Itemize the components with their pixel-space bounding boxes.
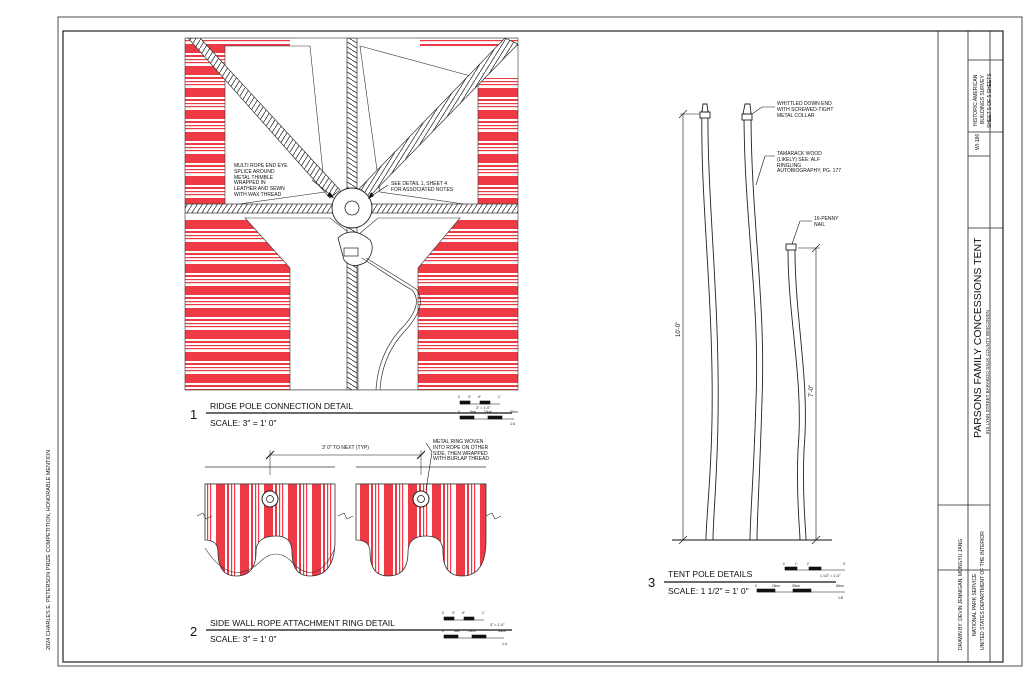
- scale-bar-2-mtick-2: 10cm: [468, 629, 476, 633]
- scale-bar-1-mtick-0: 0: [458, 410, 460, 414]
- scale-bar-1-tick-3: 1': [498, 395, 501, 399]
- scale-bar-2-mtick-3: 30cm: [498, 629, 506, 633]
- scale-bar-2-mtick-0: 0: [442, 629, 444, 633]
- scale-bar-1-tick-0: 0: [458, 395, 460, 399]
- scale-bar-3-mtick-3: 60cm: [836, 584, 844, 588]
- tent-pole-1: [701, 109, 713, 541]
- scale-bar-1-tick-1: 3": [468, 395, 471, 399]
- tent-pole-3: [787, 249, 801, 541]
- survey-name-line-2: BUILDINGS SURVEY: [980, 75, 986, 124]
- scale-bar-3-mtick-2: 30cm: [792, 584, 800, 588]
- detail-3-tent-poles: [699, 103, 807, 541]
- rope-diagonal-left: [187, 38, 341, 199]
- scale-bar-3-tick-1: 1': [795, 562, 798, 566]
- agency-department-interior: UNITED STATES DEPARTMENT OF THE INTERIOR: [980, 531, 986, 650]
- scale-bar-1: [459, 400, 514, 420]
- tie-cord: [361, 257, 417, 390]
- competition-credit: 2024 CHARLES E. PETERSON PRIZE COMPETITI…: [46, 449, 52, 650]
- wall-panel-left: [204, 483, 336, 577]
- scale-bar-2: [443, 616, 504, 639]
- scale-bar-3-ratio: 1:8: [838, 596, 843, 600]
- scale-bar-2-tick-3: 1': [482, 611, 485, 615]
- detail-2-title: SIDE WALL ROPE ATTACHMENT RING DETAIL: [210, 618, 395, 628]
- project-address: 815 LYNN STREET BARABOO SAUK COUNTY WISC…: [985, 310, 990, 434]
- detail-1-title: RIDGE POLE CONNECTION DETAIL: [210, 401, 353, 411]
- rope-horizontal-left: [185, 203, 336, 214]
- fabric-upper-right: [478, 78, 518, 206]
- scale-bar-1-ratio: 1:4: [510, 422, 515, 426]
- scale-bar-2-ratio: 1:4: [502, 642, 507, 646]
- tent-pole-2: [743, 111, 758, 541]
- scale-bar-3-imperial: 1 1/2" = 1'-0": [820, 574, 841, 578]
- scale-bar-2-tick-2: 6": [462, 611, 465, 615]
- project-title: PARSONS FAMILY CONCESSIONS TENT: [972, 237, 984, 438]
- scale-bar-1-mtick-3: 30cm: [510, 410, 518, 414]
- scale-bar-3: [756, 566, 845, 593]
- outer-border: [57, 16, 1023, 667]
- drawn-by: DRAWN BY: DEVIN JENNIGAN, MONGYU JANG: [958, 538, 964, 650]
- scale-bar-3-mtick-0: 0: [755, 584, 757, 588]
- scale-bar-1-mtick-1: 5cm: [470, 410, 477, 414]
- fabric-lower-right: [418, 218, 518, 390]
- scale-bar-1-tick-2: 6": [478, 395, 481, 399]
- scale-bar-2-tick-0: 0: [442, 611, 444, 615]
- detail-2-scale: SCALE: 3" = 1' 0": [210, 634, 277, 644]
- survey-id: WI-186: [975, 133, 981, 150]
- fabric-top-left: [185, 38, 290, 46]
- inner-border: [62, 30, 1004, 663]
- scale-bar-3-mtick-1: 15cm: [772, 584, 780, 588]
- scale-bar-3-tick-2: 2': [807, 562, 810, 566]
- detail-2-number: 2: [190, 624, 198, 639]
- scale-bar-1-mtick-2: 10cm: [484, 410, 492, 414]
- detail-3-number: 3: [648, 575, 656, 590]
- sheet-number: SHEET 5 OF 5 SHEETS: [987, 73, 993, 128]
- scale-bar-2-tick-1: 3": [452, 611, 455, 615]
- scale-bar-2-imperial: 3" = 1'-0": [490, 623, 505, 627]
- scale-bar-1-imperial: 3" = 1'-0": [476, 406, 491, 410]
- agency-national-park-service: NATIONAL PARK SERVICE: [972, 573, 978, 636]
- detail-1-ridge-pole-connection: [185, 38, 518, 390]
- dimension-to-next: 3' 0" TO NEXT (TYP): [322, 445, 369, 451]
- detail-1-scale: SCALE: 3" = 1' 0": [210, 418, 277, 428]
- rope-horizontal-right: [367, 203, 518, 214]
- scale-bar-2-mtick-1: 5cm: [454, 629, 461, 633]
- scale-bar-3-tick-3: 4': [843, 562, 846, 566]
- dimension-short-pole: 7'-0": [809, 385, 815, 397]
- title-block: [937, 31, 1003, 662]
- detail-3-scale: SCALE: 1 1/2" = 1' 0": [668, 586, 749, 596]
- detail-2-side-wall: [196, 442, 502, 577]
- fabric-top-right: [420, 38, 518, 46]
- fabric-lower-left: [185, 218, 290, 390]
- wall-panel-right: [355, 483, 487, 577]
- scale-bar-3-tick-0: 0: [783, 562, 785, 566]
- detail-1-number: 1: [190, 407, 198, 422]
- survey-name-line-1: HISTORIC AMERICAN: [973, 74, 979, 126]
- dimension-tall-pole: 10'-0": [676, 321, 682, 337]
- detail-3-title: TENT POLE DETAILS: [668, 569, 753, 579]
